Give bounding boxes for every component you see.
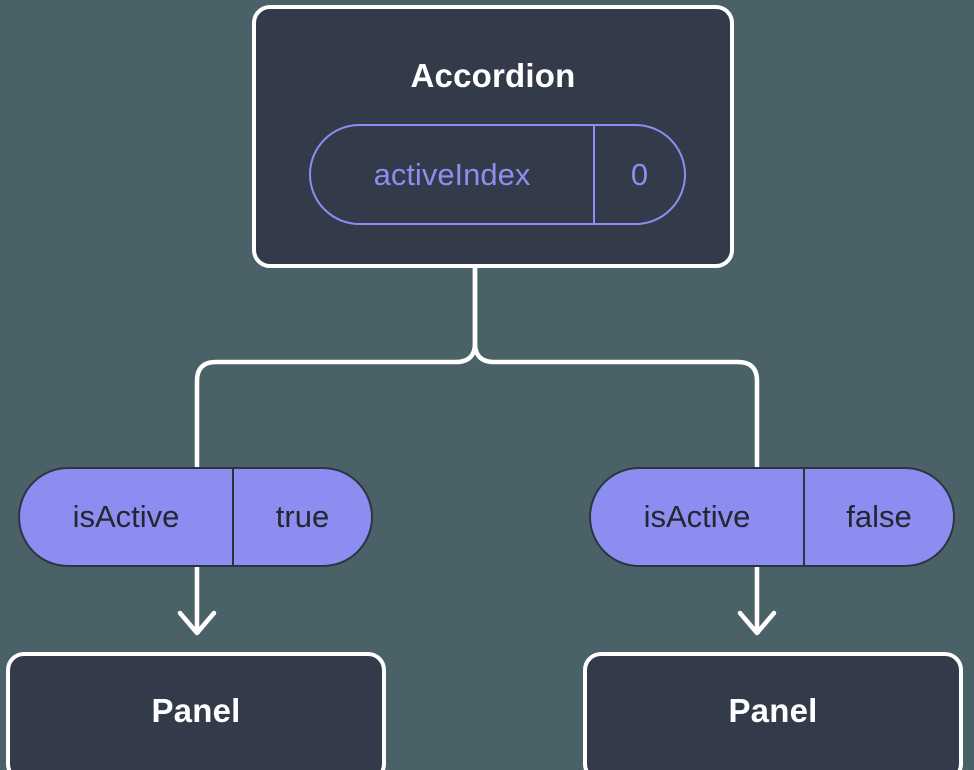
edge-root-fork-right — [472, 265, 760, 470]
state-pill-activeindex[interactable]: activeIndex 0 — [309, 124, 686, 225]
node-panel-right-title: Panel — [728, 691, 818, 729]
state-pill-divider — [593, 126, 595, 223]
node-accordion-title: Accordion — [410, 57, 576, 94]
node-panel-right[interactable]: Panel — [583, 652, 963, 770]
node-accordion[interactable]: Accordion activeIndex 0 — [252, 5, 734, 268]
node-panel-left[interactable]: Panel — [6, 652, 386, 770]
prop-pill-divider — [803, 469, 805, 565]
prop-pill-value: true — [275, 499, 330, 534]
state-pill-key: activeIndex — [373, 156, 531, 192]
prop-pill-isactive-false[interactable]: isActive false — [589, 467, 955, 567]
prop-pill-key: isActive — [643, 499, 751, 534]
node-panel-left-title: Panel — [151, 691, 241, 729]
edge-root-fork — [194, 265, 478, 470]
prop-pill-divider — [232, 469, 234, 565]
prop-pill-key: isActive — [72, 499, 180, 534]
arrowhead-right-icon — [737, 610, 777, 636]
state-pill-value: 0 — [630, 156, 649, 192]
prop-pill-isactive-true[interactable]: isActive true — [18, 467, 373, 567]
arrowhead-left-icon — [177, 610, 217, 636]
prop-pill-value: false — [846, 499, 912, 534]
